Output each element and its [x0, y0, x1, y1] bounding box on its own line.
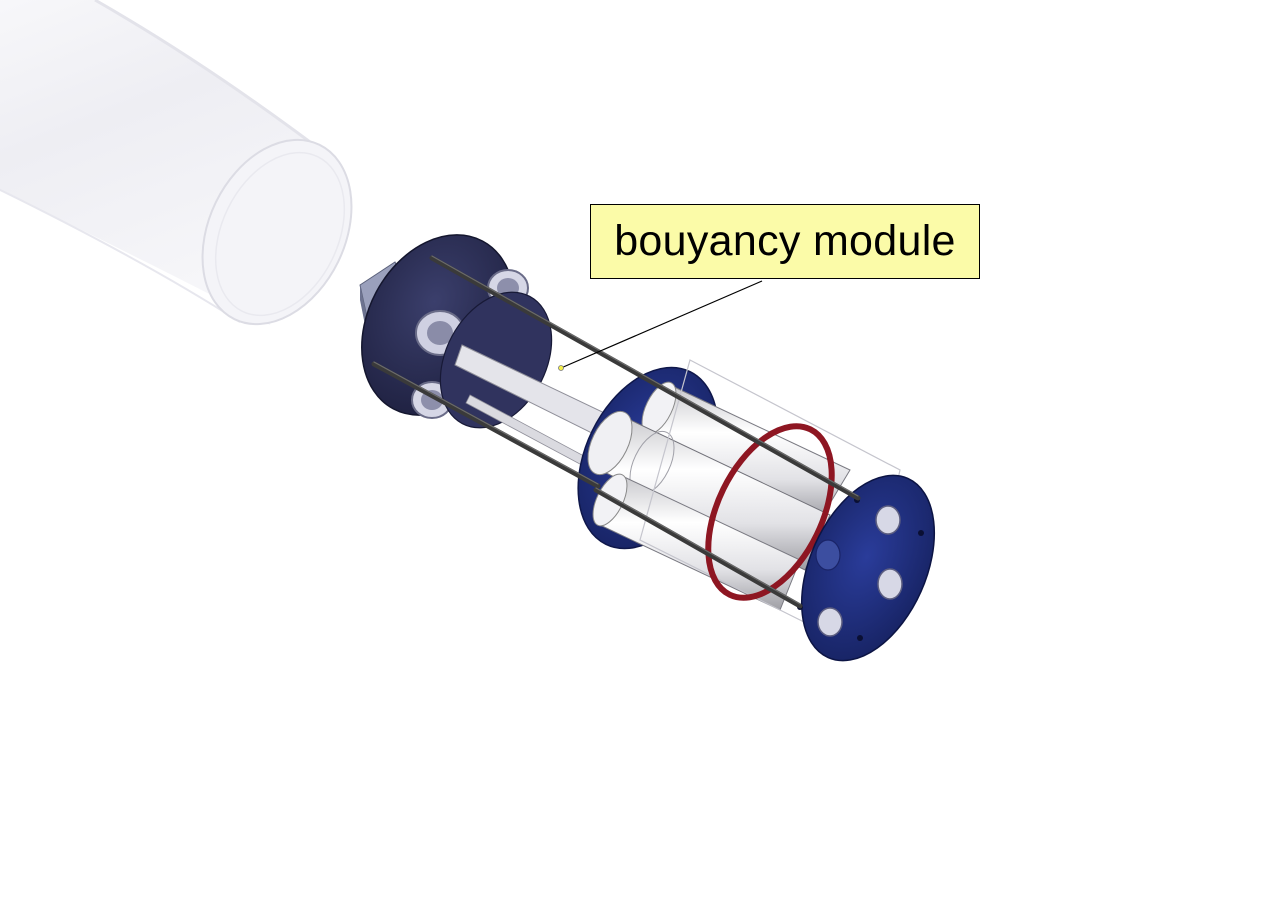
callout-label: bouyancy module [614, 217, 956, 265]
red-retaining-ring [705, 423, 835, 601]
callout-leader [558, 280, 763, 371]
tie-rod-highlights [373, 255, 859, 605]
tie-rods [371, 255, 861, 609]
hull-tube [0, 0, 353, 326]
front-end-plate [797, 474, 936, 662]
callout-box: bouyancy module [590, 204, 980, 279]
